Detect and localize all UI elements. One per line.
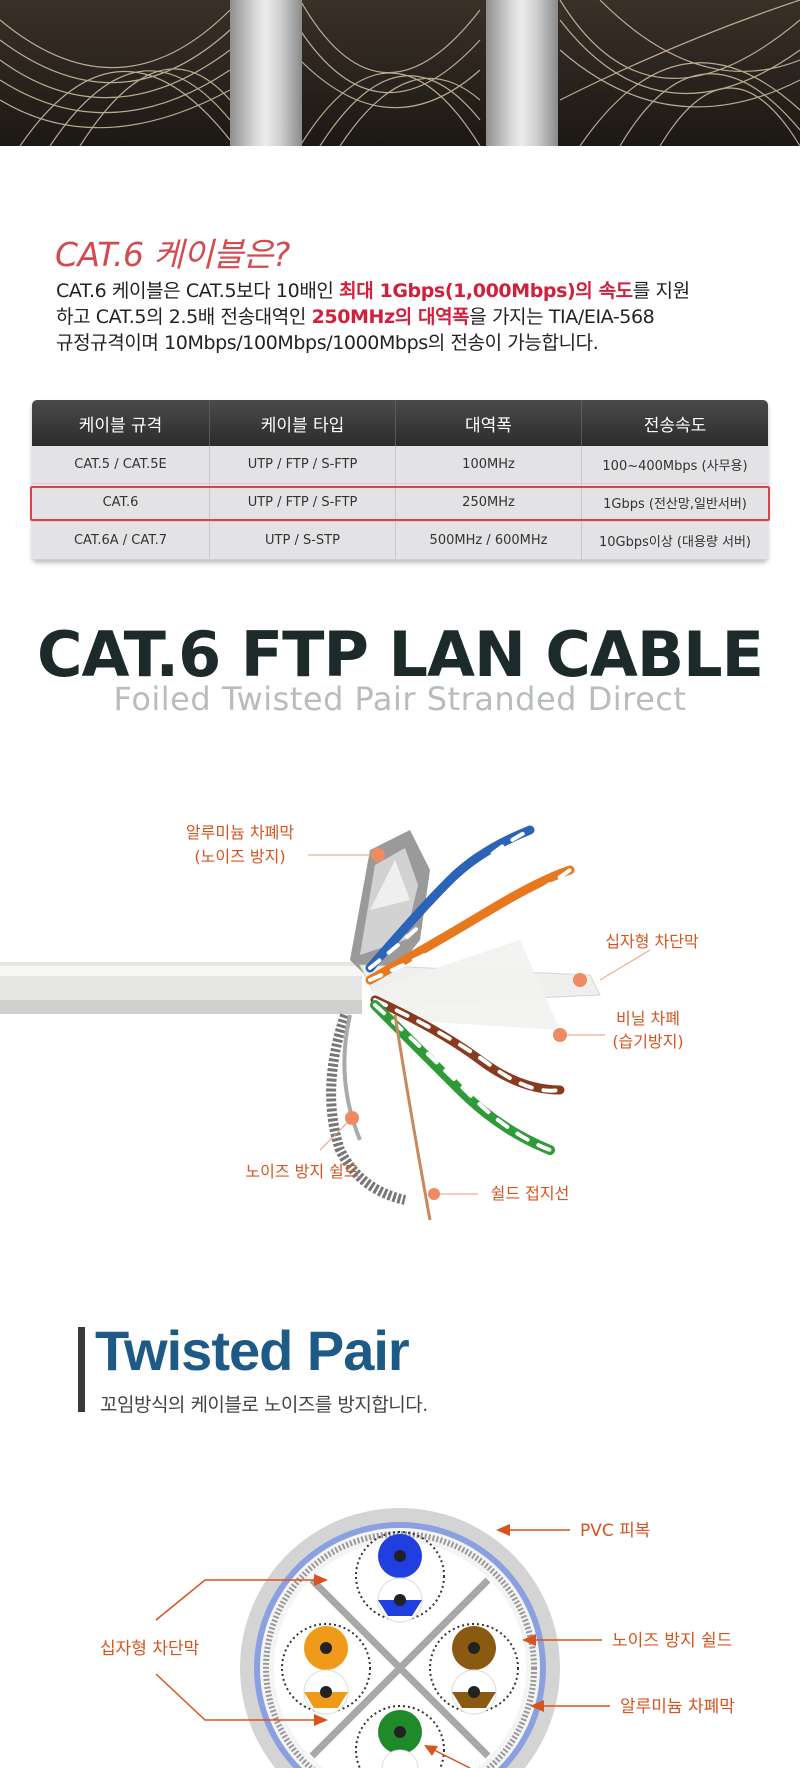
table-header-row: 케이블 규격 케이블 타입 대역폭 전송속도 xyxy=(32,400,768,446)
table-cell: UTP / FTP / S-FTP xyxy=(210,484,396,521)
intro-body: CAT.6 케이블은 CAT.5보다 10배인 최대 1Gbps(1,000Mb… xyxy=(56,278,756,356)
cable-illustration: 알루미늄 차폐막 (노이즈 방지) 십자형 차단막 비닐 차폐 (습기방지) 노… xyxy=(0,823,699,1221)
intro-highlight-speed: 최대 1Gbps(1,000Mbps)의 속도 xyxy=(339,280,633,302)
table-cell: CAT.6 xyxy=(32,484,210,521)
callout-leaders xyxy=(308,848,651,1200)
twisted-pairs xyxy=(365,825,575,1155)
table-cell: 250MHz xyxy=(396,484,582,521)
table-cell: 100~400Mbps (사무용) xyxy=(602,459,748,474)
label-noise-shield: 노이즈 방지 쉴드 xyxy=(245,1162,358,1181)
table-cell: 10Gbps이상 (대용량 서버) xyxy=(598,535,752,550)
section-accent-bar xyxy=(78,1327,85,1412)
label-cross-separator: 십자형 차단막 xyxy=(605,932,699,951)
twisted-pair-title: Twisted Pair xyxy=(95,1319,410,1382)
cat6-row-highlight-outline xyxy=(30,486,770,521)
table-cell: UTP / FTP / S-FTP xyxy=(210,446,396,483)
intro-title: CAT.6 케이블은? xyxy=(55,235,290,274)
label-noise-shield: 노이즈 방지 쉴드 xyxy=(612,1631,732,1651)
banner-pillar xyxy=(486,0,558,146)
table-header-cell: 케이블 타입 xyxy=(210,400,396,446)
pair-blue xyxy=(355,1531,445,1623)
table-cell: CAT.6A / CAT.7 xyxy=(32,522,210,559)
table-cell: 500MHz / 600MHz xyxy=(396,522,582,559)
label-vinyl-line1: 비닐 차폐 xyxy=(616,1009,680,1028)
label-foil-line1: 알루미늄 차폐막 xyxy=(186,823,294,842)
table-row: CAT.5 / CAT.5E UTP / FTP / S-FTP 100MHz … xyxy=(32,446,768,484)
label-pvc-jacket: PVC 피복 xyxy=(580,1521,650,1541)
hero-banner-image xyxy=(0,0,800,146)
table-cell: UTP / S-STP xyxy=(210,522,396,559)
intro-line-1: CAT.6 케이블은 CAT.5보다 10배인 최대 1Gbps(1,000Mb… xyxy=(56,280,690,302)
vinyl-sheet xyxy=(370,940,560,1030)
table-cell: 100MHz xyxy=(396,446,582,483)
product-title: CAT.6 FTP LAN CABLE xyxy=(36,618,764,691)
label-foil-line2: (노이즈 방지) xyxy=(194,847,285,866)
label-vinyl-line2: (습기방지) xyxy=(612,1032,683,1051)
table-header-cell: 대역폭 xyxy=(396,400,582,446)
table-header-cell: 케이블 규격 xyxy=(32,400,210,446)
cross-separator xyxy=(309,1577,491,1759)
intro-line-2: 하고 CAT.5의 2.5배 전송대역인 250MHz의 대역폭을 가지는 TI… xyxy=(56,306,655,328)
product-subtitle: Foiled Twisted Pair Stranded Direct xyxy=(113,680,687,718)
noise-shield-braid xyxy=(326,1013,407,1205)
cross-section-leaders xyxy=(155,1524,610,1768)
table-row: CAT.6A / CAT.7 UTP / S-STP 500MHz / 600M… xyxy=(32,522,768,560)
twisted-pair-subtitle: 꼬임방식의 케이블로 노이즈를 방지합니다. xyxy=(100,1394,428,1416)
pair-orange xyxy=(281,1623,371,1715)
cable-jacket xyxy=(0,962,362,1014)
label-drain-wire: 쉴드 접지선 xyxy=(491,1184,570,1203)
label-foil: 알루미늄 차폐막 xyxy=(620,1697,735,1717)
fiber-light-pattern xyxy=(0,0,800,146)
table-header-cell: 전송속도 xyxy=(643,415,707,436)
intro-line-3: 규정규격이며 10Mbps/100Mbps/1000Mbps의 전송이 가능합니… xyxy=(56,332,599,354)
label-separator: 십자형 차단막 xyxy=(100,1639,200,1659)
spec-table: 케이블 규격 케이블 타입 대역폭 전송속도 CAT.5 / CAT.5E UT… xyxy=(32,400,768,560)
pair-brown xyxy=(429,1623,519,1715)
intro-highlight-bandwidth: 250MHz의 대역폭 xyxy=(311,306,470,328)
table-cell: CAT.5 / CAT.5E xyxy=(32,446,210,483)
drain-wire xyxy=(393,1014,432,1221)
pair-green xyxy=(355,1705,445,1768)
table-cell: 1Gbps (전산망,일반서버) xyxy=(603,497,747,512)
cable-cross-section: PVC 피복 노이즈 방지 쉴드 알루미늄 차폐막 십자형 차단막 xyxy=(100,1508,735,1768)
banner-pillar xyxy=(230,0,302,146)
table-row-highlighted: CAT.6 UTP / FTP / S-FTP 250MHz 1Gbps (전산… xyxy=(32,484,768,522)
